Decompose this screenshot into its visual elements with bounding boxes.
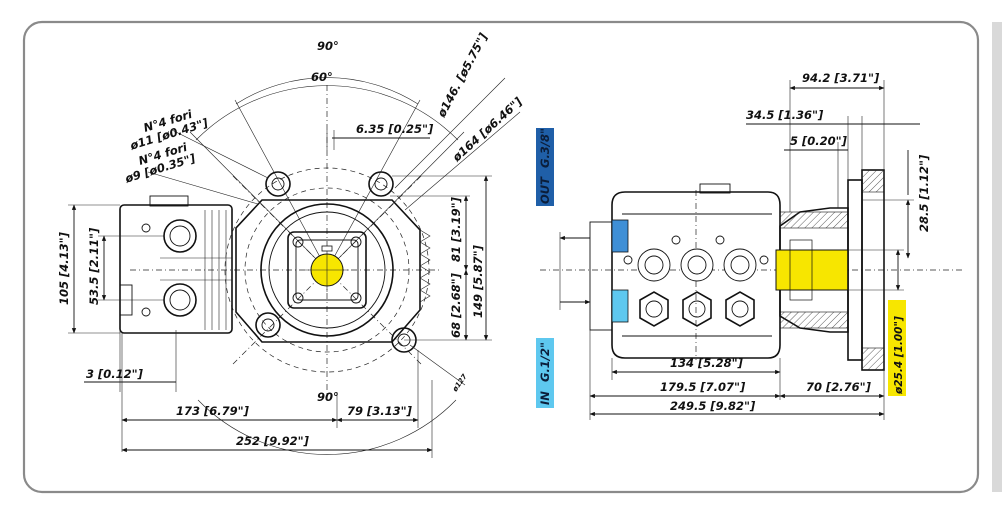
dim-94-2: 94.2 [3.71"] <box>802 71 880 85</box>
out-label: OUT <box>538 176 552 204</box>
dim-25-4: ø25.4 [1.00"] <box>893 316 905 395</box>
inlet-port-fill <box>611 289 629 323</box>
dim-6-35: 6.35 [0.25"] <box>356 122 434 136</box>
in-thread-badge <box>536 338 554 408</box>
dim-149: 149 [5.87"] <box>471 244 485 318</box>
shaft-dia-badge <box>888 300 906 396</box>
drawing-frame <box>22 20 980 494</box>
dim-249-5: 249.5 [9.82"] <box>670 399 756 413</box>
dim-252: 252 [9.92"] <box>236 434 310 448</box>
dim-179-5: 179.5 [7.07"] <box>660 380 746 394</box>
angle-top-inner: 60° <box>311 70 333 84</box>
dim-70: 70 [2.76"] <box>806 380 872 394</box>
out-thread-badge <box>536 128 554 206</box>
outlet-port-fill <box>611 219 629 253</box>
in-label: IN <box>538 391 552 405</box>
dim-134: 134 [5.28"] <box>670 356 744 370</box>
in-thread: G.1/2" <box>538 342 552 382</box>
angle-bottom: 90° <box>317 390 339 404</box>
dim-68: 68 [2.68"] <box>449 272 463 338</box>
dim-34-5: 34.5 [1.36"] <box>746 108 824 122</box>
frame-side-tab <box>992 22 1002 492</box>
dim-5: 5 [0.20"] <box>790 134 848 148</box>
out-thread: G.3/8" <box>538 128 552 168</box>
dim-81: 81 [3.19"] <box>449 196 463 262</box>
angle-top-outer: 90° <box>317 39 339 53</box>
front-view <box>68 77 521 458</box>
dim-53-5: 53.5 [2.11"] <box>87 227 101 305</box>
dim-105: 105 [4.13"] <box>57 231 71 305</box>
dim-173: 173 [6.79"] <box>176 404 250 418</box>
dim-79: 79 [3.13"] <box>347 404 413 418</box>
dim-3: 3 [0.12"] <box>86 367 144 381</box>
side-view <box>540 80 965 420</box>
dim-28-5: 28.5 [1.12"] <box>917 154 931 232</box>
